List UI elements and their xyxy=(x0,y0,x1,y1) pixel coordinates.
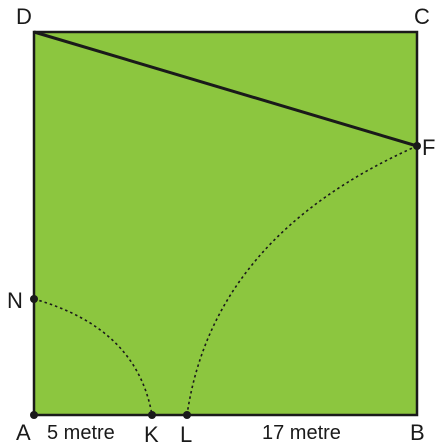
label-d: D xyxy=(16,4,32,29)
label-l: L xyxy=(180,422,192,446)
point-a xyxy=(30,411,38,419)
measurement-lb: 17 metre xyxy=(262,422,341,444)
segment-df xyxy=(33,30,418,148)
label-k: K xyxy=(144,422,159,446)
arc-nk xyxy=(33,298,153,416)
arc-fl xyxy=(186,145,418,416)
label-b: B xyxy=(410,420,425,445)
measurement-ak: 5 metre xyxy=(47,422,115,444)
point-l xyxy=(183,411,191,419)
point-f xyxy=(413,142,421,150)
point-k xyxy=(148,411,156,419)
label-c: C xyxy=(414,4,430,29)
label-f: F xyxy=(422,135,435,160)
label-a: A xyxy=(16,420,31,445)
point-n xyxy=(30,295,38,303)
square-field xyxy=(32,30,419,417)
label-n: N xyxy=(7,288,23,313)
